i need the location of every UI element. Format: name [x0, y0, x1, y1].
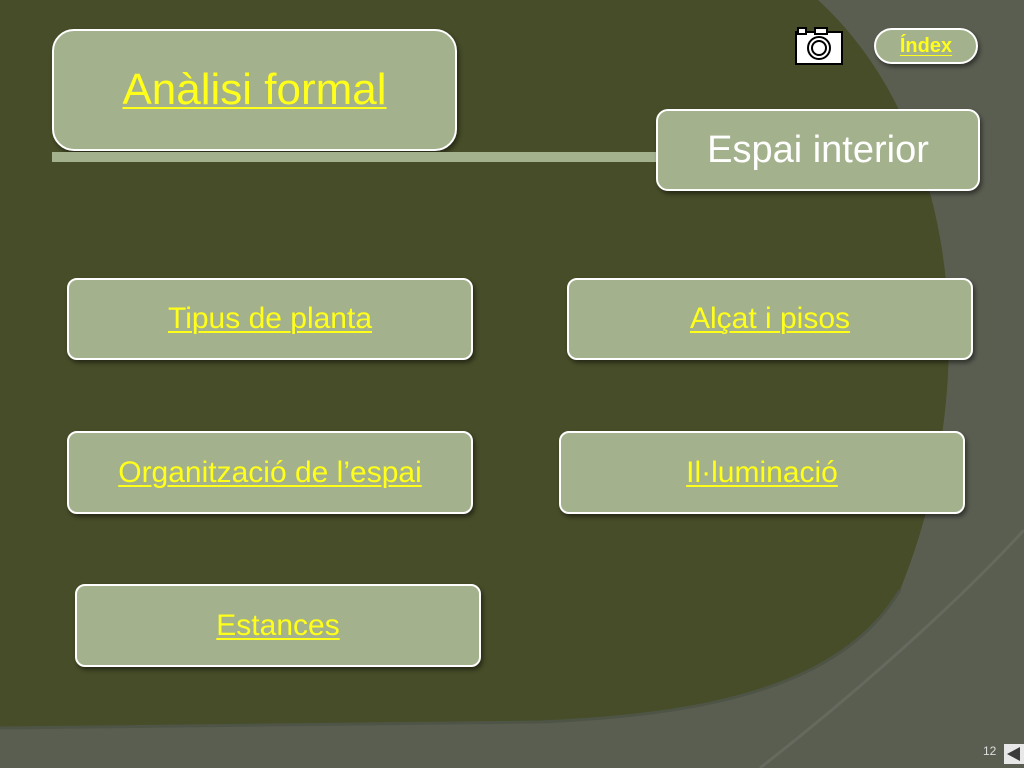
nav-button-label[interactable]: Il·luminació: [686, 455, 838, 489]
title-box: Anàlisi formal: [52, 29, 457, 151]
nav-button-label[interactable]: Tipus de planta: [167, 302, 373, 335]
nav-button-label[interactable]: Alçat i pisos: [689, 302, 851, 335]
camera-icon[interactable]: [793, 27, 845, 67]
nav-button-label[interactable]: Organització de l’espai: [118, 455, 422, 489]
index-box: Índex: [874, 28, 978, 64]
nav-button-label[interactable]: Estances: [216, 608, 340, 642]
index-link[interactable]: Índex: [899, 34, 953, 57]
nav-button-estances[interactable]: Estances: [75, 584, 481, 667]
nav-button-organitzacio-de-lespai[interactable]: Organització de l’espai: [67, 431, 473, 514]
title-link[interactable]: Anàlisi formal: [122, 65, 387, 114]
section-title: Espai interior: [707, 128, 929, 171]
section-box: Espai interior: [656, 109, 980, 191]
page-number: 12: [983, 744, 997, 758]
nav-button-alcat-i-pisos[interactable]: Alçat i pisos: [567, 278, 973, 360]
nav-button-illuminacio[interactable]: Il·luminació: [559, 431, 965, 514]
back-arrow-icon[interactable]: [1004, 744, 1024, 764]
title-divider: [52, 152, 662, 162]
nav-button-tipus-de-planta[interactable]: Tipus de planta: [67, 278, 473, 360]
